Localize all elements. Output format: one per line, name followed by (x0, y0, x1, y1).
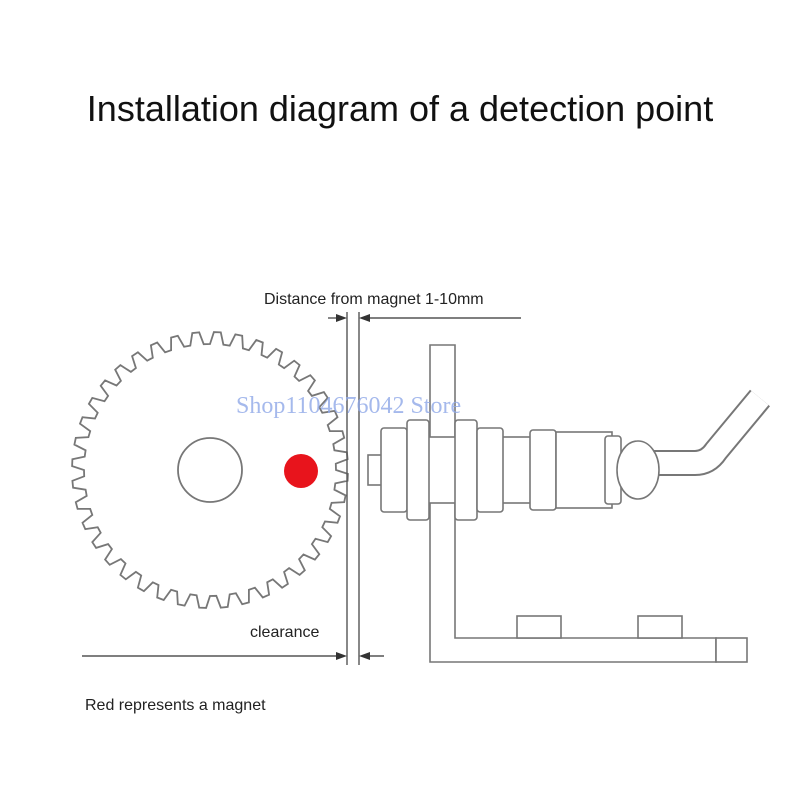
magnet-dot (284, 454, 318, 488)
sensor-nut-front-washer (406, 419, 430, 521)
clearance-label: clearance (250, 624, 319, 641)
sensor-nut-back (476, 427, 504, 513)
bracket-end-tab (715, 637, 748, 663)
magnet-note: Red represents a magnet (85, 697, 266, 714)
distance-arrow-right-head (359, 314, 370, 322)
gear-hub-hole (177, 437, 243, 503)
bracket-nut-left (516, 615, 562, 639)
bracket-nut-right (637, 615, 683, 639)
sensor-nut-front (380, 427, 408, 513)
distance-arrow-left-head (336, 314, 347, 322)
clearance-arrow-left-head (336, 652, 347, 660)
sensor-cable-gland (616, 440, 660, 500)
sensor-probe-tip (367, 454, 383, 486)
sensor-nut-back-washer (454, 419, 478, 521)
sensor-cable-inner (645, 390, 769, 474)
page-title: Installation diagram of a detection poin… (86, 88, 714, 129)
sensor-ring-left (529, 429, 557, 511)
sensor-housing (555, 431, 613, 509)
distance-label: Distance from magnet 1-10mm (264, 291, 484, 308)
watermark: Shop1104676042 Store (236, 393, 461, 419)
clearance-arrow-right-head (359, 652, 370, 660)
